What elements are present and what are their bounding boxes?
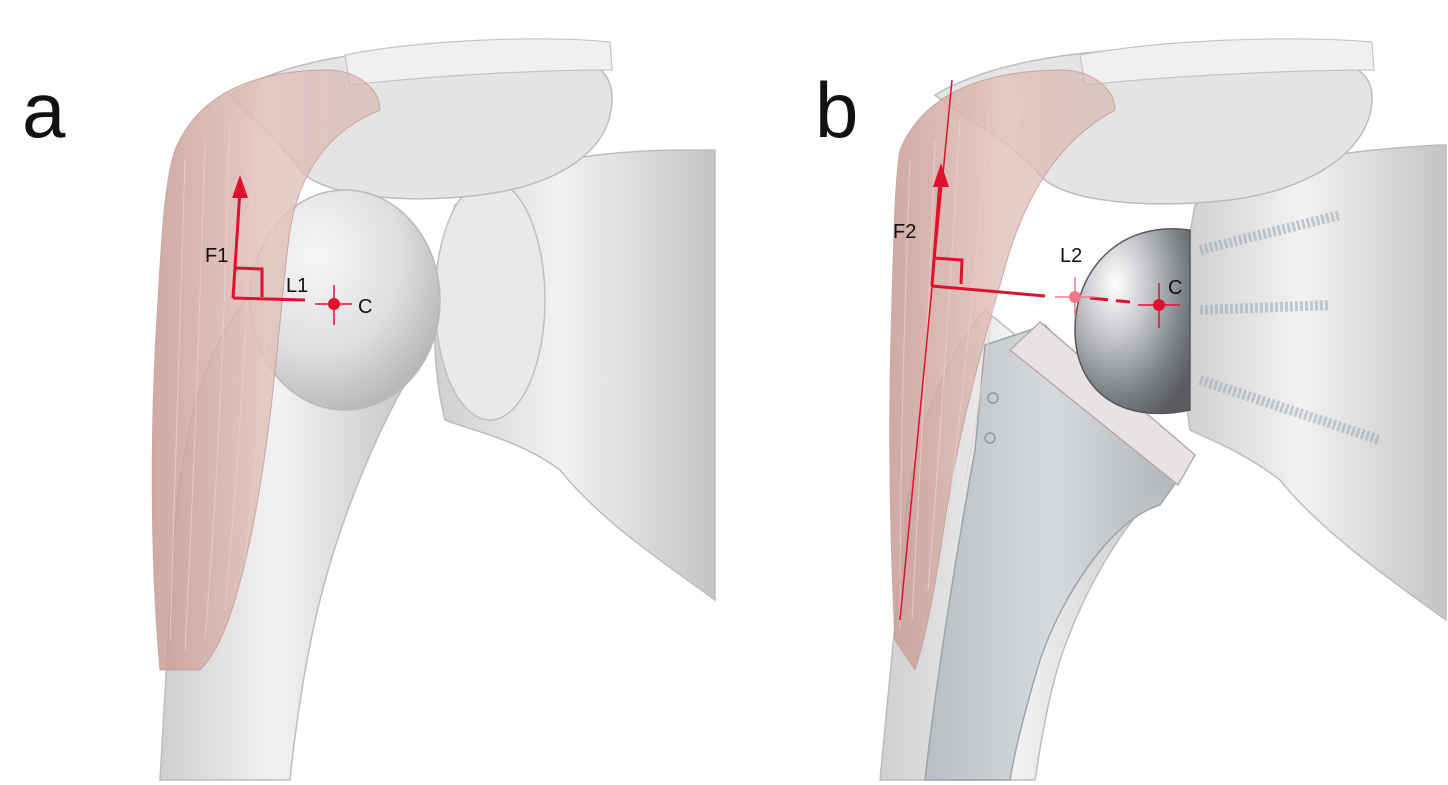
panel-b-center-point (1153, 299, 1165, 311)
panel-b-letter: b (815, 66, 858, 154)
panel-a-center-label: C (358, 296, 372, 318)
panel-b-glenosphere-center-point (1069, 291, 1081, 303)
panel-a: a F1 L1 C (22, 39, 715, 780)
panel-a-force-label: F1 (205, 245, 228, 267)
panel-b-center-label: C (1168, 277, 1182, 299)
panel-b: b (815, 39, 1446, 780)
panel-a-lever-label: L1 (286, 275, 308, 297)
panel-a-center-point (328, 298, 340, 310)
panel-b-force-label: F2 (893, 221, 916, 243)
panel-b-lever-label: L2 (1060, 245, 1082, 267)
panel-b-glenosphere (1075, 229, 1190, 414)
panel-a-glenoid (435, 180, 545, 420)
panel-a-lever-arm (233, 298, 305, 300)
panel-a-letter: a (22, 66, 66, 154)
